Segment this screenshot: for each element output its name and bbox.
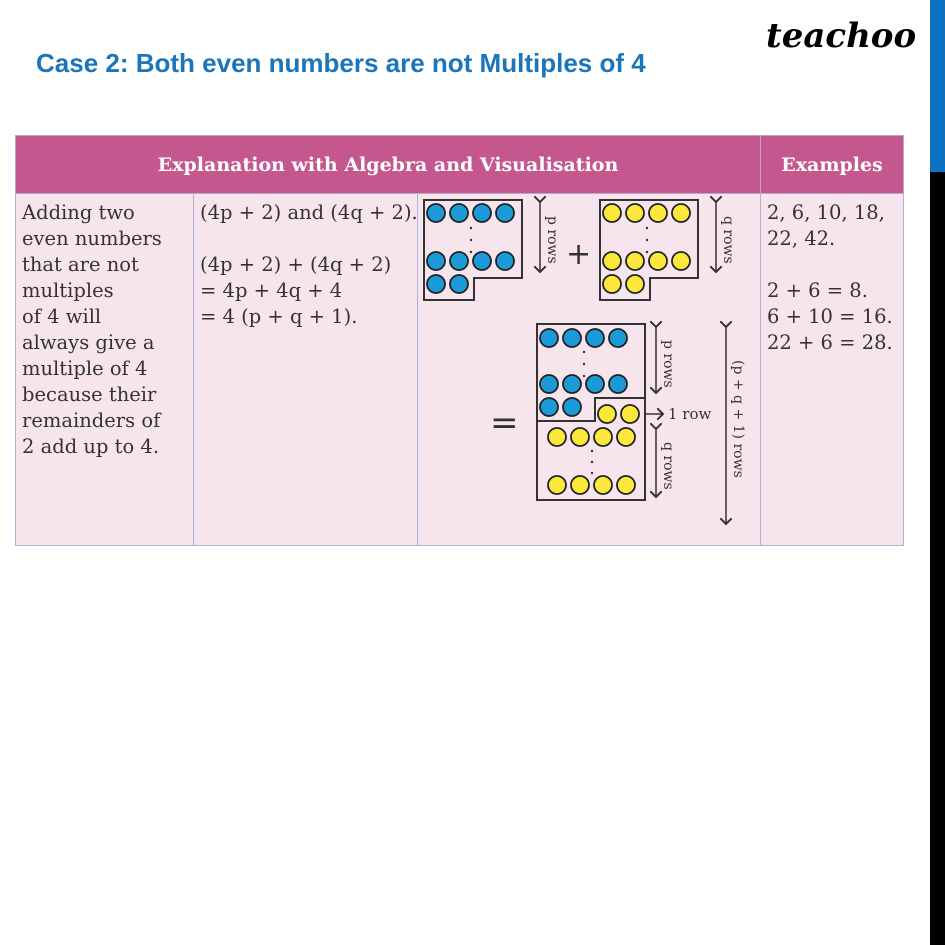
examples-line-2: 22, 42. (767, 227, 836, 250)
explanation-line: that are not (22, 253, 139, 276)
examples-cell: 2, 6, 10, 18, 22, 42. 2 + 6 = 8. 6 + 10 … (760, 193, 904, 546)
explanation-line: always give a (22, 331, 155, 354)
yellow-dot-group (599, 199, 699, 301)
algebra-line-3: = 4p + 4q + 4 (200, 279, 343, 302)
examples-line-4: 6 + 10 = 16. (767, 305, 893, 328)
dot-diagram: p rows + q rows (423, 194, 746, 540)
plus-sign: + (566, 237, 591, 272)
algebra-line-1: (4p + 2) and (4q + 2). (200, 201, 418, 224)
header-examples: Examples (760, 135, 904, 194)
right-edge-accent (930, 0, 945, 172)
explanation-line: multiples (22, 279, 114, 302)
explanation-line: 2 add up to 4. (22, 435, 160, 458)
header-explanation: Explanation with Algebra and Visualisati… (15, 135, 761, 194)
combined-q-rows-label: q rows (660, 442, 676, 490)
algebra-line-2: (4p + 2) + (4q + 2) (200, 253, 392, 276)
explanation-line: remainders of (22, 409, 161, 432)
explanation-line: Adding two (22, 201, 135, 224)
one-row-label: 1 row (668, 405, 712, 423)
p-rows-label: p rows (544, 216, 560, 264)
explanation-line: of 4 will (22, 305, 102, 328)
visualisation-cell: p rows + q rows (417, 193, 761, 546)
algebra-line-4: = 4 (p + q + 1). (200, 305, 358, 328)
right-edge-bar (930, 0, 945, 945)
page-title: Case 2: Both even numbers are not Multip… (36, 48, 646, 78)
explanation-line: even numbers (22, 227, 162, 250)
combined-dot-group (536, 323, 646, 501)
explanation-line: because their (22, 383, 157, 406)
teachoo-logo: teachoo (766, 16, 917, 56)
examples-line-1: 2, 6, 10, 18, (767, 201, 885, 224)
examples-line-3: 2 + 6 = 8. (767, 279, 868, 302)
combined-p-rows-label: p rows (660, 340, 676, 388)
algebra-cell: (4p + 2) and (4q + 2). (4p + 2) + (4q + … (193, 193, 418, 546)
blue-dot-group (423, 199, 523, 301)
explanation-table: Explanation with Algebra and Visualisati… (15, 135, 904, 546)
examples-line-5: 22 + 6 = 28. (767, 331, 893, 354)
total-rows-label: (p + q + 1) rows (730, 360, 746, 478)
explanation-line: multiple of 4 (22, 357, 148, 380)
equals-sign: = (490, 403, 519, 443)
q-rows-label: q rows (720, 216, 736, 264)
explanation-text-cell: Adding two even numbers that are not mul… (15, 193, 194, 546)
